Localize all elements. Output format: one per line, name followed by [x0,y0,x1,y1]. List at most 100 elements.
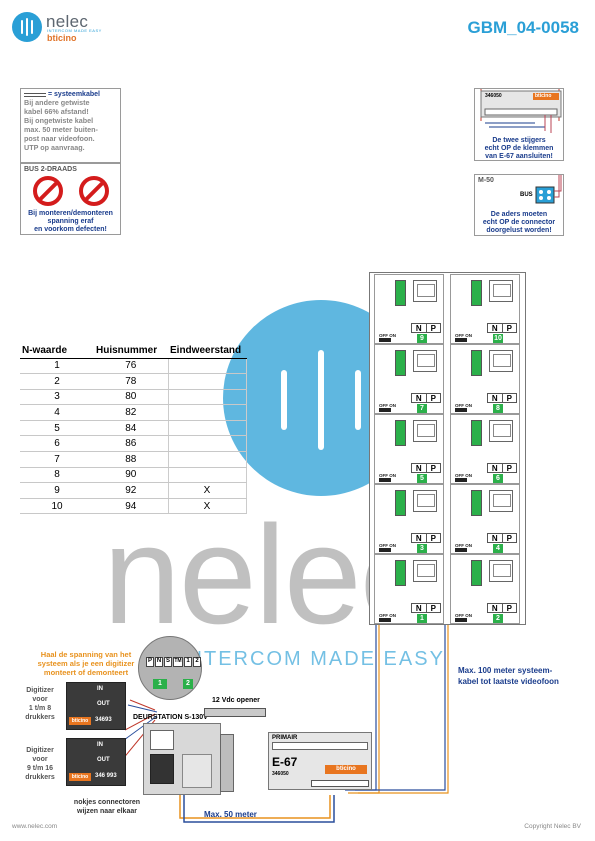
dip-switch-icon [379,408,391,412]
nelec-logo-icon [12,12,42,42]
switch-label: OFF ON [455,473,472,478]
bus-warning-box: BUS 2-DRAADS Bij monteren/demonteren spa… [20,163,121,235]
house-number-cell: 80 [94,389,168,406]
cable-note-line: kabel 66% afstand! [24,107,89,116]
module-code: 346050 [485,93,502,99]
dip-switch-icon [379,478,391,482]
watermark-tagline: INTERCOM MADE EASY [180,648,445,670]
n-value-badge: 8 [493,404,503,413]
end-resistor-cell: X [167,498,247,515]
cable-note-line: Bij andere getwiste [24,98,90,107]
bus-connector-icon [471,280,482,306]
house-number-cell: 82 [94,404,168,421]
e67-module-detail [480,89,562,133]
videophone-screen-icon [413,420,437,442]
system-cable-line-icon [24,92,46,97]
m50-info-box: M-50 BUS De aders moeten echt OP de conn… [474,174,564,236]
n-value-cell: 10 [20,498,94,515]
m50-note-line: De aders moeten [490,211,548,218]
n-value-cell: 6 [20,435,94,453]
m50-note-line: doorgelust worden! [486,227,552,234]
bus-connector-icon [395,280,406,306]
house-number-cell: 94 [94,498,168,515]
cable-legend: = systeemkabel [48,91,100,98]
end-resistor-cell [167,373,247,390]
videophone-screen-icon [413,490,437,512]
digitizer2-label: Digitizer voor 9 t/m 16 drukkers [25,747,55,781]
bus-connector-icon [395,350,406,376]
switch-label: OFF ON [379,613,396,618]
n-value-cell: 8 [20,467,94,484]
switch-label: OFF ON [379,403,396,408]
switch-label: OFF ON [455,333,472,338]
brand-name: nelec [46,12,89,31]
digitizer1-label: Digitizer voor 1 t/m 8 drukkers [25,687,55,721]
header-n-value: N-waarde [20,344,94,359]
end-resistor-cell [167,451,247,468]
bus-warning-line: spanning eraf [47,218,94,225]
end-resistor-cell [167,389,247,406]
end-resistor-cell [167,358,247,375]
switch-label: OFF ON [379,473,396,478]
n-value-cell: 1 [20,358,94,375]
videophone-screen-icon [489,560,513,582]
m50-note-line: echt OP de connector [482,219,556,226]
n-value-cell: 3 [20,389,94,406]
videophone-screen-icon [413,560,437,582]
bus-connector-icon [471,420,482,446]
e67-label: E-67 [272,755,298,769]
cable-info-box: = systeemkabel Bij andere getwiste kabel… [20,88,121,163]
n-value-cell: 5 [20,420,94,437]
house-number-cell: 92 [94,482,168,499]
n-value-badge: 7 [417,404,427,413]
end-resistor-cell [167,420,247,437]
n-value-badge: 6 [493,474,503,483]
terminal-zoom: P N S TM 1 2 1 2 [138,636,202,700]
dip-switch-icon [455,408,467,412]
risers-info-box: 346050 bticino De twee stijgers echt OP … [474,88,564,161]
dip-switch-icon [379,548,391,552]
power-note: Haal de spanning van het systeem als je … [37,650,135,677]
bus-connector-icon [395,560,406,586]
digitizer-2: IN OUT bticino 346 993 [66,738,126,786]
max-100-label: Max. 100 meter systeem- kabel tot laatst… [458,666,559,686]
house-number-cell: 84 [94,420,168,437]
bus-connector-icon [471,490,482,516]
bus-warning-line: Bij monteren/demonteren [28,210,113,217]
end-resistor-cell: X [167,482,247,499]
footer-url: www.nelec.com [12,823,58,830]
videophone-screen-icon [489,420,513,442]
house-number-cell: 88 [94,451,168,468]
no-voltage-icon [79,176,109,206]
door-station-label: DEURSTATION S-130V [133,714,208,721]
n-value-cell: 7 [20,451,94,468]
max-50-label: Max. 50 meter [204,810,257,819]
switch-label: OFF ON [455,543,472,548]
n-value-badge: 10 [493,334,503,343]
videophone-screen-icon [413,350,437,372]
bus-connector-icon [395,490,406,516]
e67-module: PRIMAIR E-67 bticino 346050 [268,732,372,790]
switch-label: OFF ON [455,613,472,618]
bus-warning-line: en voorkom defecten! [34,226,107,233]
end-resistor-cell [167,404,247,421]
